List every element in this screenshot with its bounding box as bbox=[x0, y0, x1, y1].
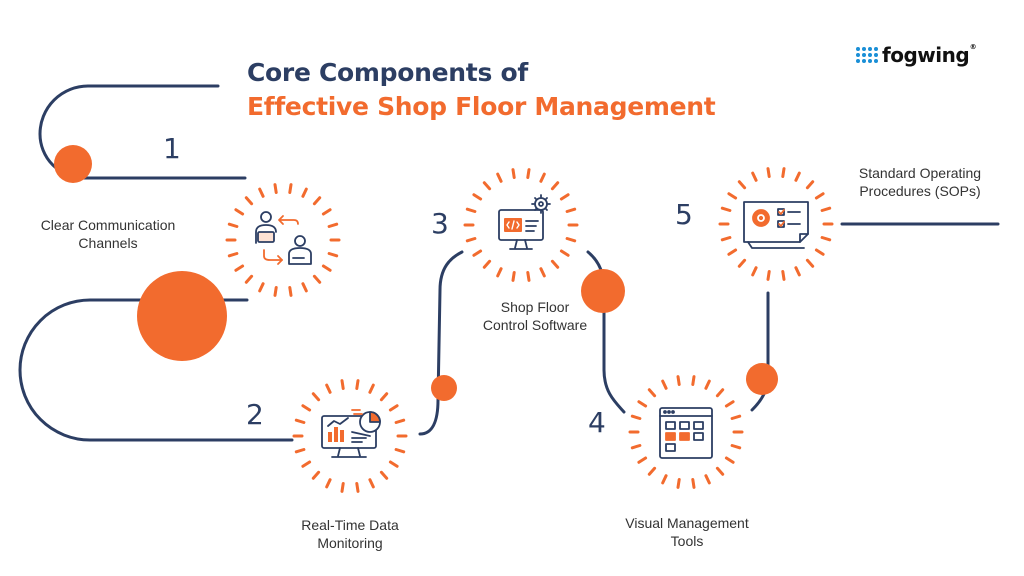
logo-dots-icon bbox=[856, 47, 878, 63]
decorative-dot bbox=[431, 375, 457, 401]
dashed-ring-3 bbox=[463, 168, 579, 282]
step-number-2: 2 bbox=[246, 398, 264, 431]
title-line-2: Effective Shop Floor Management bbox=[247, 92, 716, 121]
decorative-dot bbox=[746, 363, 778, 395]
step-number-1: 1 bbox=[163, 132, 181, 165]
collaboration-icon bbox=[255, 211, 312, 265]
fogwing-logo: fogwing® bbox=[856, 40, 977, 70]
step-label-3: Shop Floor Control Software bbox=[482, 299, 588, 333]
title-line-1: Core Components of bbox=[247, 58, 528, 87]
dashed-ring-5 bbox=[718, 167, 834, 281]
step-number-4: 4 bbox=[588, 406, 606, 439]
dashed-ring-4 bbox=[628, 375, 744, 489]
code-monitor-gear-icon bbox=[498, 194, 551, 250]
decorative-dot bbox=[54, 145, 92, 183]
step-label-2: Real-Time Data Monitoring bbox=[301, 517, 399, 551]
decorative-dot bbox=[137, 271, 227, 361]
logo-wordmark: fogwing® bbox=[882, 43, 977, 67]
checklist-document-icon bbox=[743, 201, 809, 249]
dashed-ring-1 bbox=[225, 183, 341, 297]
kanban-board-icon bbox=[659, 407, 713, 459]
step-number-5: 5 bbox=[675, 198, 693, 231]
page-title: Core Components of Effective Shop Floor … bbox=[247, 56, 716, 124]
step-label-5: Standard Operating Procedures (SOPs) bbox=[858, 165, 982, 199]
decorative-dot bbox=[581, 269, 625, 313]
step-label-4: Visual Management Tools bbox=[625, 515, 749, 549]
step-label-1: Clear Communication Channels bbox=[40, 217, 176, 251]
monitor-chart-icon bbox=[321, 409, 381, 458]
step-number-3: 3 bbox=[431, 207, 449, 240]
dashed-ring-2 bbox=[292, 379, 408, 493]
